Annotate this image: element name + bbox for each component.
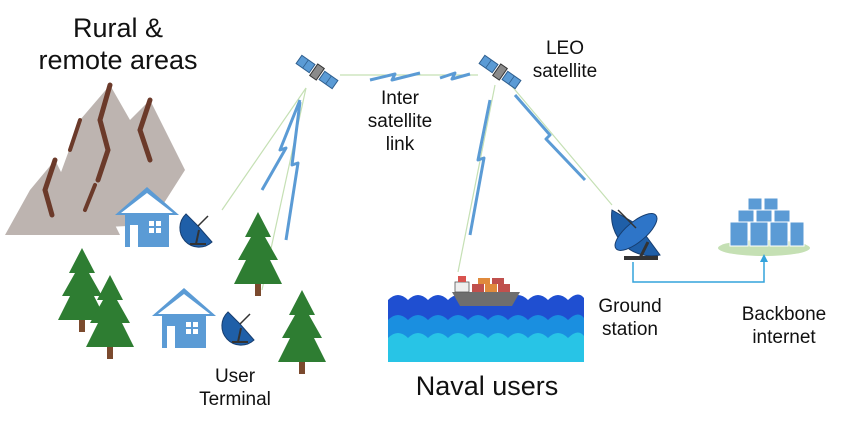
arrow-up-icon: [760, 254, 768, 262]
satellite-icon: [477, 53, 523, 91]
ship-icon: [452, 276, 520, 306]
label-ground-station: Ground station: [598, 296, 662, 340]
label-backbone-internet: Backbone internet: [741, 304, 827, 348]
tree-icon: [234, 212, 282, 296]
label-rural-areas: Rural & remote areas: [38, 13, 198, 76]
dish-icon: [178, 213, 213, 249]
satellite-icon: [294, 53, 340, 91]
waves-icon: [388, 294, 584, 362]
label-user-terminal: User Terminal: [199, 366, 271, 410]
ground-station-icon: [611, 209, 661, 260]
dish-icon: [220, 311, 255, 347]
house-icon: [152, 288, 216, 348]
label-naval-users: Naval users: [415, 371, 559, 401]
label-inter-satellite-link: Inter satellite link: [367, 88, 433, 155]
lightning-icon: [260, 71, 587, 241]
tree-icon: [278, 290, 326, 374]
backbone-cable: [632, 258, 765, 283]
label-leo-satellite: LEO satellite: [532, 38, 598, 82]
server-icon: [718, 197, 810, 256]
